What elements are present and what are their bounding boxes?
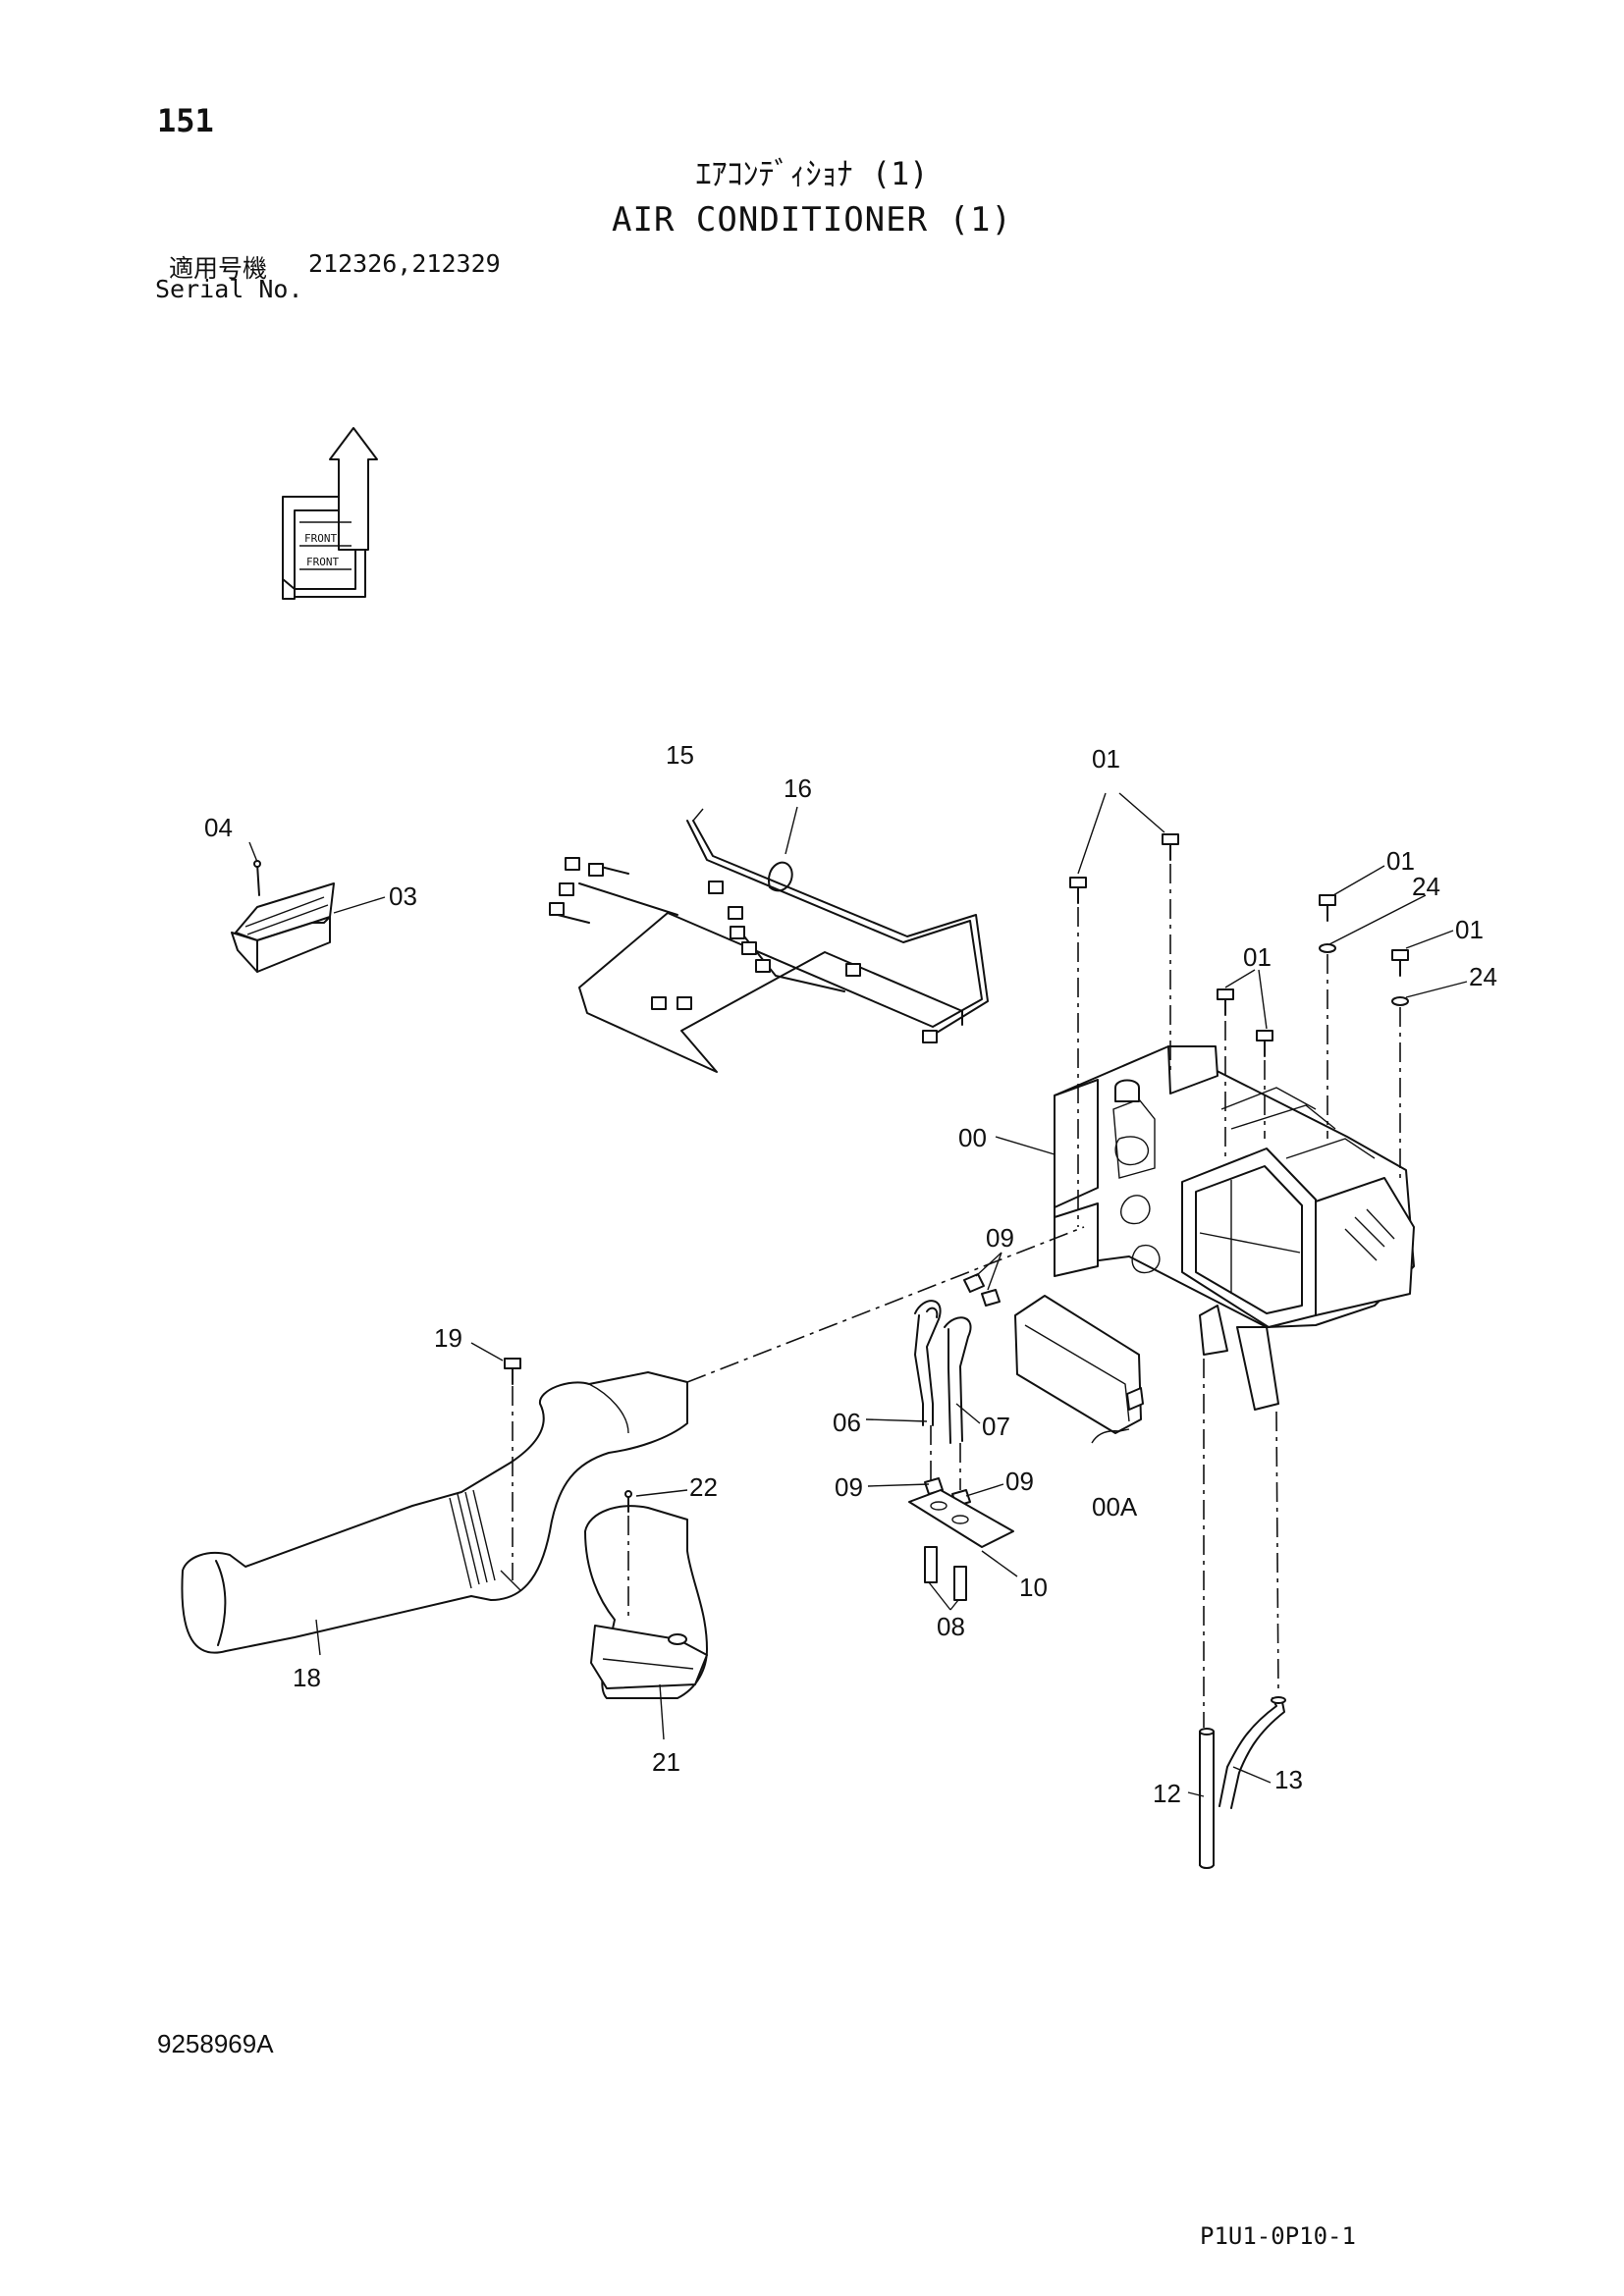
callout-13: 13 [1274, 1765, 1303, 1794]
callout-06: 06 [833, 1408, 861, 1437]
wire-harness-15 [549, 820, 989, 1073]
callout-24-upper: 24 [1412, 872, 1440, 901]
leader-lines [248, 792, 1468, 1797]
pipes-08 [924, 1546, 967, 1601]
title-english: AIR CONDITIONER (1) [612, 200, 1012, 240]
callout-22: 22 [689, 1472, 718, 1502]
serial-label-japanese: 適用号機 [169, 254, 268, 283]
callout-00: 00 [958, 1123, 987, 1152]
pipe-12 [1199, 1728, 1215, 1869]
callout-01-middle: 01 [1243, 942, 1272, 972]
callout-labels: 15 16 01 01 24 01 24 01 04 03 00 09 06 0… [204, 740, 1497, 1808]
title-japanese: ｴｱｺﾝﾃﾞｨｼｮﾅ (1) [695, 155, 929, 192]
callout-04: 04 [204, 813, 233, 842]
screw-22 [624, 1490, 632, 1513]
callout-09-left: 09 [835, 1472, 863, 1502]
sheet-reference: P1U1-0P10-1 [1200, 2222, 1356, 2250]
callout-01-top: 01 [1092, 744, 1120, 774]
callout-08: 08 [937, 1612, 965, 1641]
part-03-panel [231, 882, 335, 973]
duct-18 [181, 1371, 688, 1654]
filter-00A [1014, 1295, 1144, 1434]
alignment-lines [512, 864, 1401, 1728]
serial-numbers: 212326,212329 [308, 249, 501, 278]
orientation-front-label-2: FRONT [306, 556, 339, 568]
duct-21 [584, 1505, 708, 1699]
callout-01-right: 01 [1455, 915, 1484, 944]
callout-09-upper: 09 [986, 1223, 1014, 1253]
callout-16: 16 [784, 774, 812, 803]
callout-12: 12 [1153, 1779, 1181, 1808]
bolt-19 [504, 1358, 521, 1385]
callout-18: 18 [293, 1663, 321, 1692]
plate-10 [908, 1489, 1014, 1548]
screw-04 [253, 860, 261, 896]
callout-07: 07 [982, 1412, 1010, 1441]
page-number: 151 [157, 102, 214, 139]
callout-24-lower: 24 [1469, 962, 1497, 991]
callout-03: 03 [389, 881, 417, 911]
figure-code: 9258969A [157, 2029, 274, 2058]
washers-24 [1319, 943, 1409, 1006]
callout-10: 10 [1019, 1573, 1048, 1602]
orientation-marker: FRONT FRONT [282, 427, 378, 600]
hose-06 [914, 1300, 942, 1426]
callout-21: 21 [652, 1747, 680, 1777]
clamp-16 [767, 861, 793, 892]
pipe-13 [1218, 1696, 1286, 1809]
callout-00A: 00A [1092, 1492, 1138, 1522]
callout-01-upper-right: 01 [1386, 846, 1415, 876]
serial-label-english: Serial No. [155, 275, 303, 303]
callout-15: 15 [666, 740, 694, 770]
callout-19: 19 [434, 1323, 462, 1353]
orientation-front-label-1: FRONT [304, 532, 337, 545]
hose-07 [944, 1316, 972, 1444]
bolts-01 [1069, 833, 1409, 1057]
callout-09-right: 09 [1005, 1467, 1034, 1496]
ac-unit-00 [1054, 1045, 1415, 1411]
